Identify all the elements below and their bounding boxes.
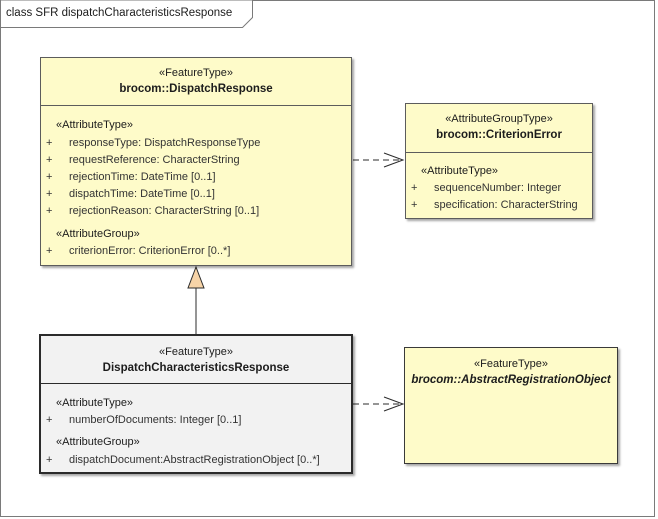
class-header: «FeatureType» brocom::AbstractRegistrati…	[405, 357, 617, 388]
class-dispatch-response[interactable]: «FeatureType» brocom::DispatchResponse «…	[40, 57, 352, 266]
stereotype-label: «FeatureType»	[474, 358, 548, 370]
section-title: «AttributeGroup»	[56, 436, 140, 448]
section-title: «AttributeGroup»	[56, 228, 140, 240]
stereotype-label: «FeatureType»	[159, 346, 233, 358]
section-title: «AttributeType»	[421, 165, 499, 177]
class-header: «FeatureType» DispatchCharacteristicsRes…	[41, 345, 351, 376]
class-header: «AttributeGroupType» brocom::CriterionEr…	[406, 112, 592, 143]
class-name: DispatchCharacteristicsResponse	[102, 362, 290, 374]
class-dispatch-characteristics-response[interactable]: «FeatureType» DispatchCharacteristicsRes…	[39, 334, 353, 474]
class-separator	[406, 152, 592, 153]
class-separator	[41, 105, 351, 106]
stereotype-label: «AttributeGroupType»	[445, 113, 553, 125]
class-abstract-registration-object[interactable]: «FeatureType» brocom::AbstractRegistrati…	[404, 347, 618, 464]
class-name: brocom::DispatchResponse	[119, 83, 273, 95]
class-name: brocom::AbstractRegistrationObject	[411, 374, 611, 386]
class-separator	[41, 383, 351, 384]
diagram-title: class SFR dispatchCharacteristicsRespons…	[6, 7, 233, 19]
stereotype-label: «FeatureType»	[159, 67, 233, 79]
class-criterion-error[interactable]: «AttributeGroupType» brocom::CriterionEr…	[405, 103, 593, 219]
class-name: brocom::CriterionError	[436, 129, 562, 141]
section-title: «AttributeType»	[56, 397, 134, 409]
class-header: «FeatureType» brocom::DispatchResponse	[41, 66, 351, 97]
section-title: «AttributeType»	[56, 119, 134, 131]
